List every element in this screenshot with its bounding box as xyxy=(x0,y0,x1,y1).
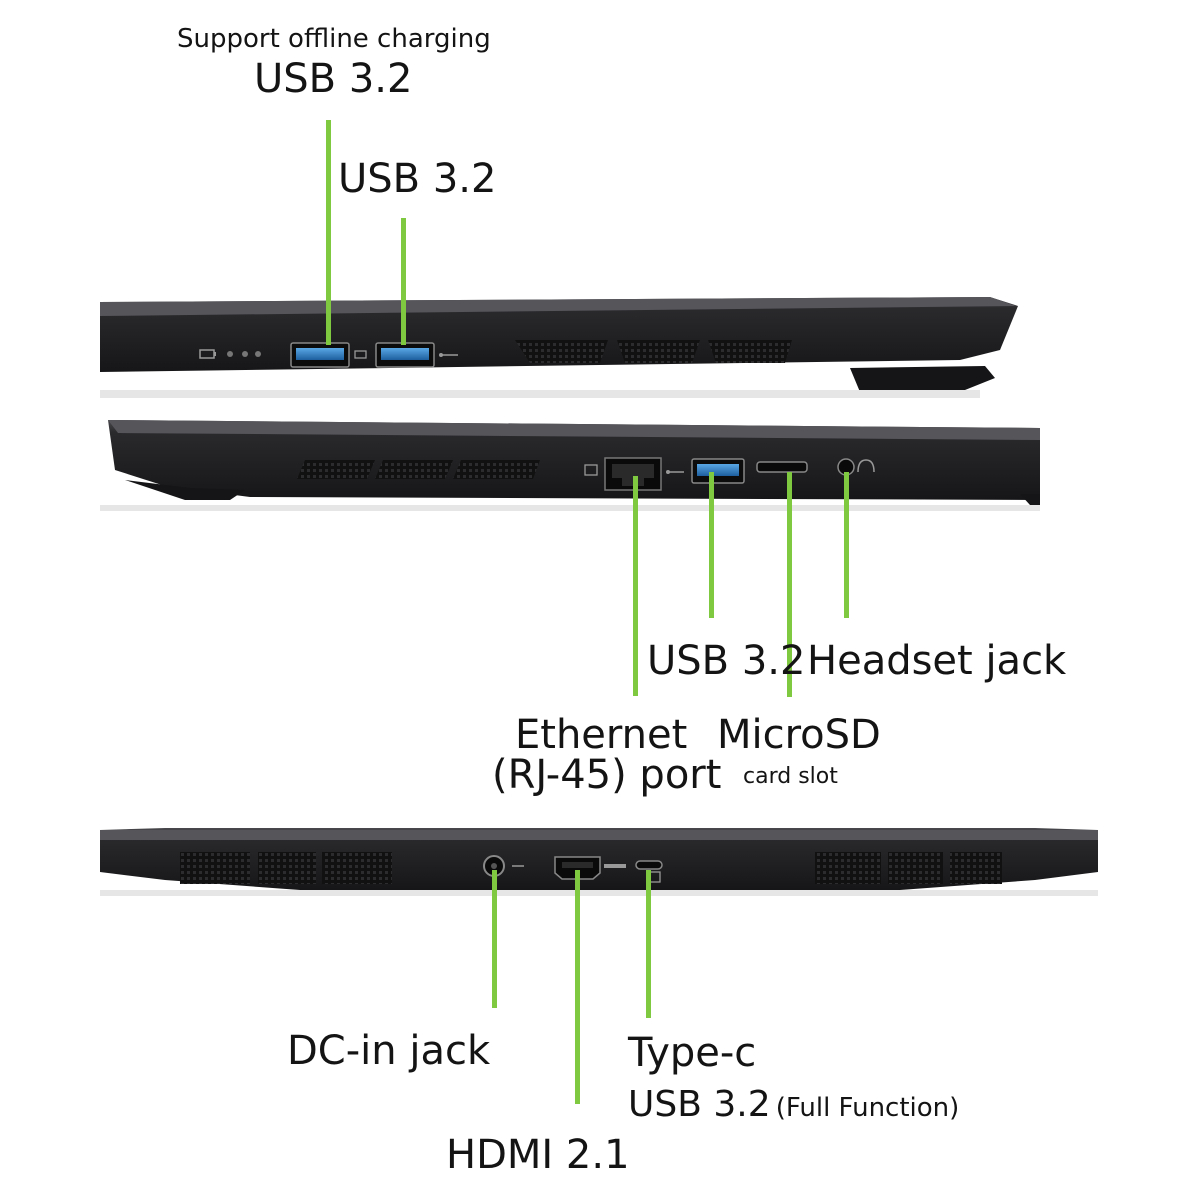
leader-typec xyxy=(646,870,651,1018)
microsd-label: MicroSD xyxy=(717,712,881,758)
dc-in-port xyxy=(483,855,505,877)
usb-port-right xyxy=(691,458,745,484)
battery-icon xyxy=(354,350,367,359)
typec-note-text: (Full Function) xyxy=(775,1093,960,1123)
hdmi-port xyxy=(554,856,601,880)
usb-icon xyxy=(439,353,458,357)
left-vent xyxy=(515,340,792,363)
headset-icon xyxy=(857,459,875,473)
hdmi-icon xyxy=(604,864,626,868)
ethernet-label-line2: (RJ-45) port xyxy=(492,752,722,798)
typec-usb-label: USB 3.2 (Full Function) xyxy=(628,1084,959,1125)
leader-usb-second xyxy=(401,218,406,345)
hdmi-label: HDMI 2.1 xyxy=(446,1132,630,1178)
leader-hdmi xyxy=(575,870,580,1104)
ethernet-label-line1: Ethernet xyxy=(515,712,688,758)
leader-usb-charging xyxy=(326,120,331,345)
usb-charging-label: USB 3.2 xyxy=(254,56,413,102)
offline-charging-note: Support offline charging xyxy=(177,24,491,54)
headset-label: Headset jack xyxy=(807,638,1067,684)
rear-view xyxy=(100,828,1098,896)
typec-port xyxy=(635,860,663,870)
microsd-slot xyxy=(756,461,808,473)
usb-right-label: USB 3.2 xyxy=(647,638,806,684)
leader-headset xyxy=(844,472,849,618)
rear-vent-right xyxy=(815,852,1002,884)
leader-ethernet xyxy=(633,476,638,696)
usb-port-second xyxy=(375,342,435,368)
ethernet-icon xyxy=(584,464,598,476)
leader-microsd xyxy=(787,472,792,697)
left-side-view xyxy=(100,297,1018,398)
typec-label: Type-c xyxy=(628,1030,757,1076)
dc-in-label: DC-in jack xyxy=(287,1028,491,1074)
right-side-view xyxy=(100,420,1040,511)
microsd-sub-label: card slot xyxy=(743,764,838,789)
usb-icon xyxy=(666,470,684,474)
usb-second-label: USB 3.2 xyxy=(338,156,497,202)
leader-dc-in xyxy=(492,870,497,1008)
leader-usb-right xyxy=(709,472,714,618)
status-lights-icon xyxy=(227,351,261,357)
typec-usb-text: USB 3.2 xyxy=(628,1084,771,1125)
usb-port-charging xyxy=(290,342,350,368)
right-vent xyxy=(297,460,540,479)
battery-icon xyxy=(199,349,216,359)
rear-vent-left xyxy=(180,852,392,884)
